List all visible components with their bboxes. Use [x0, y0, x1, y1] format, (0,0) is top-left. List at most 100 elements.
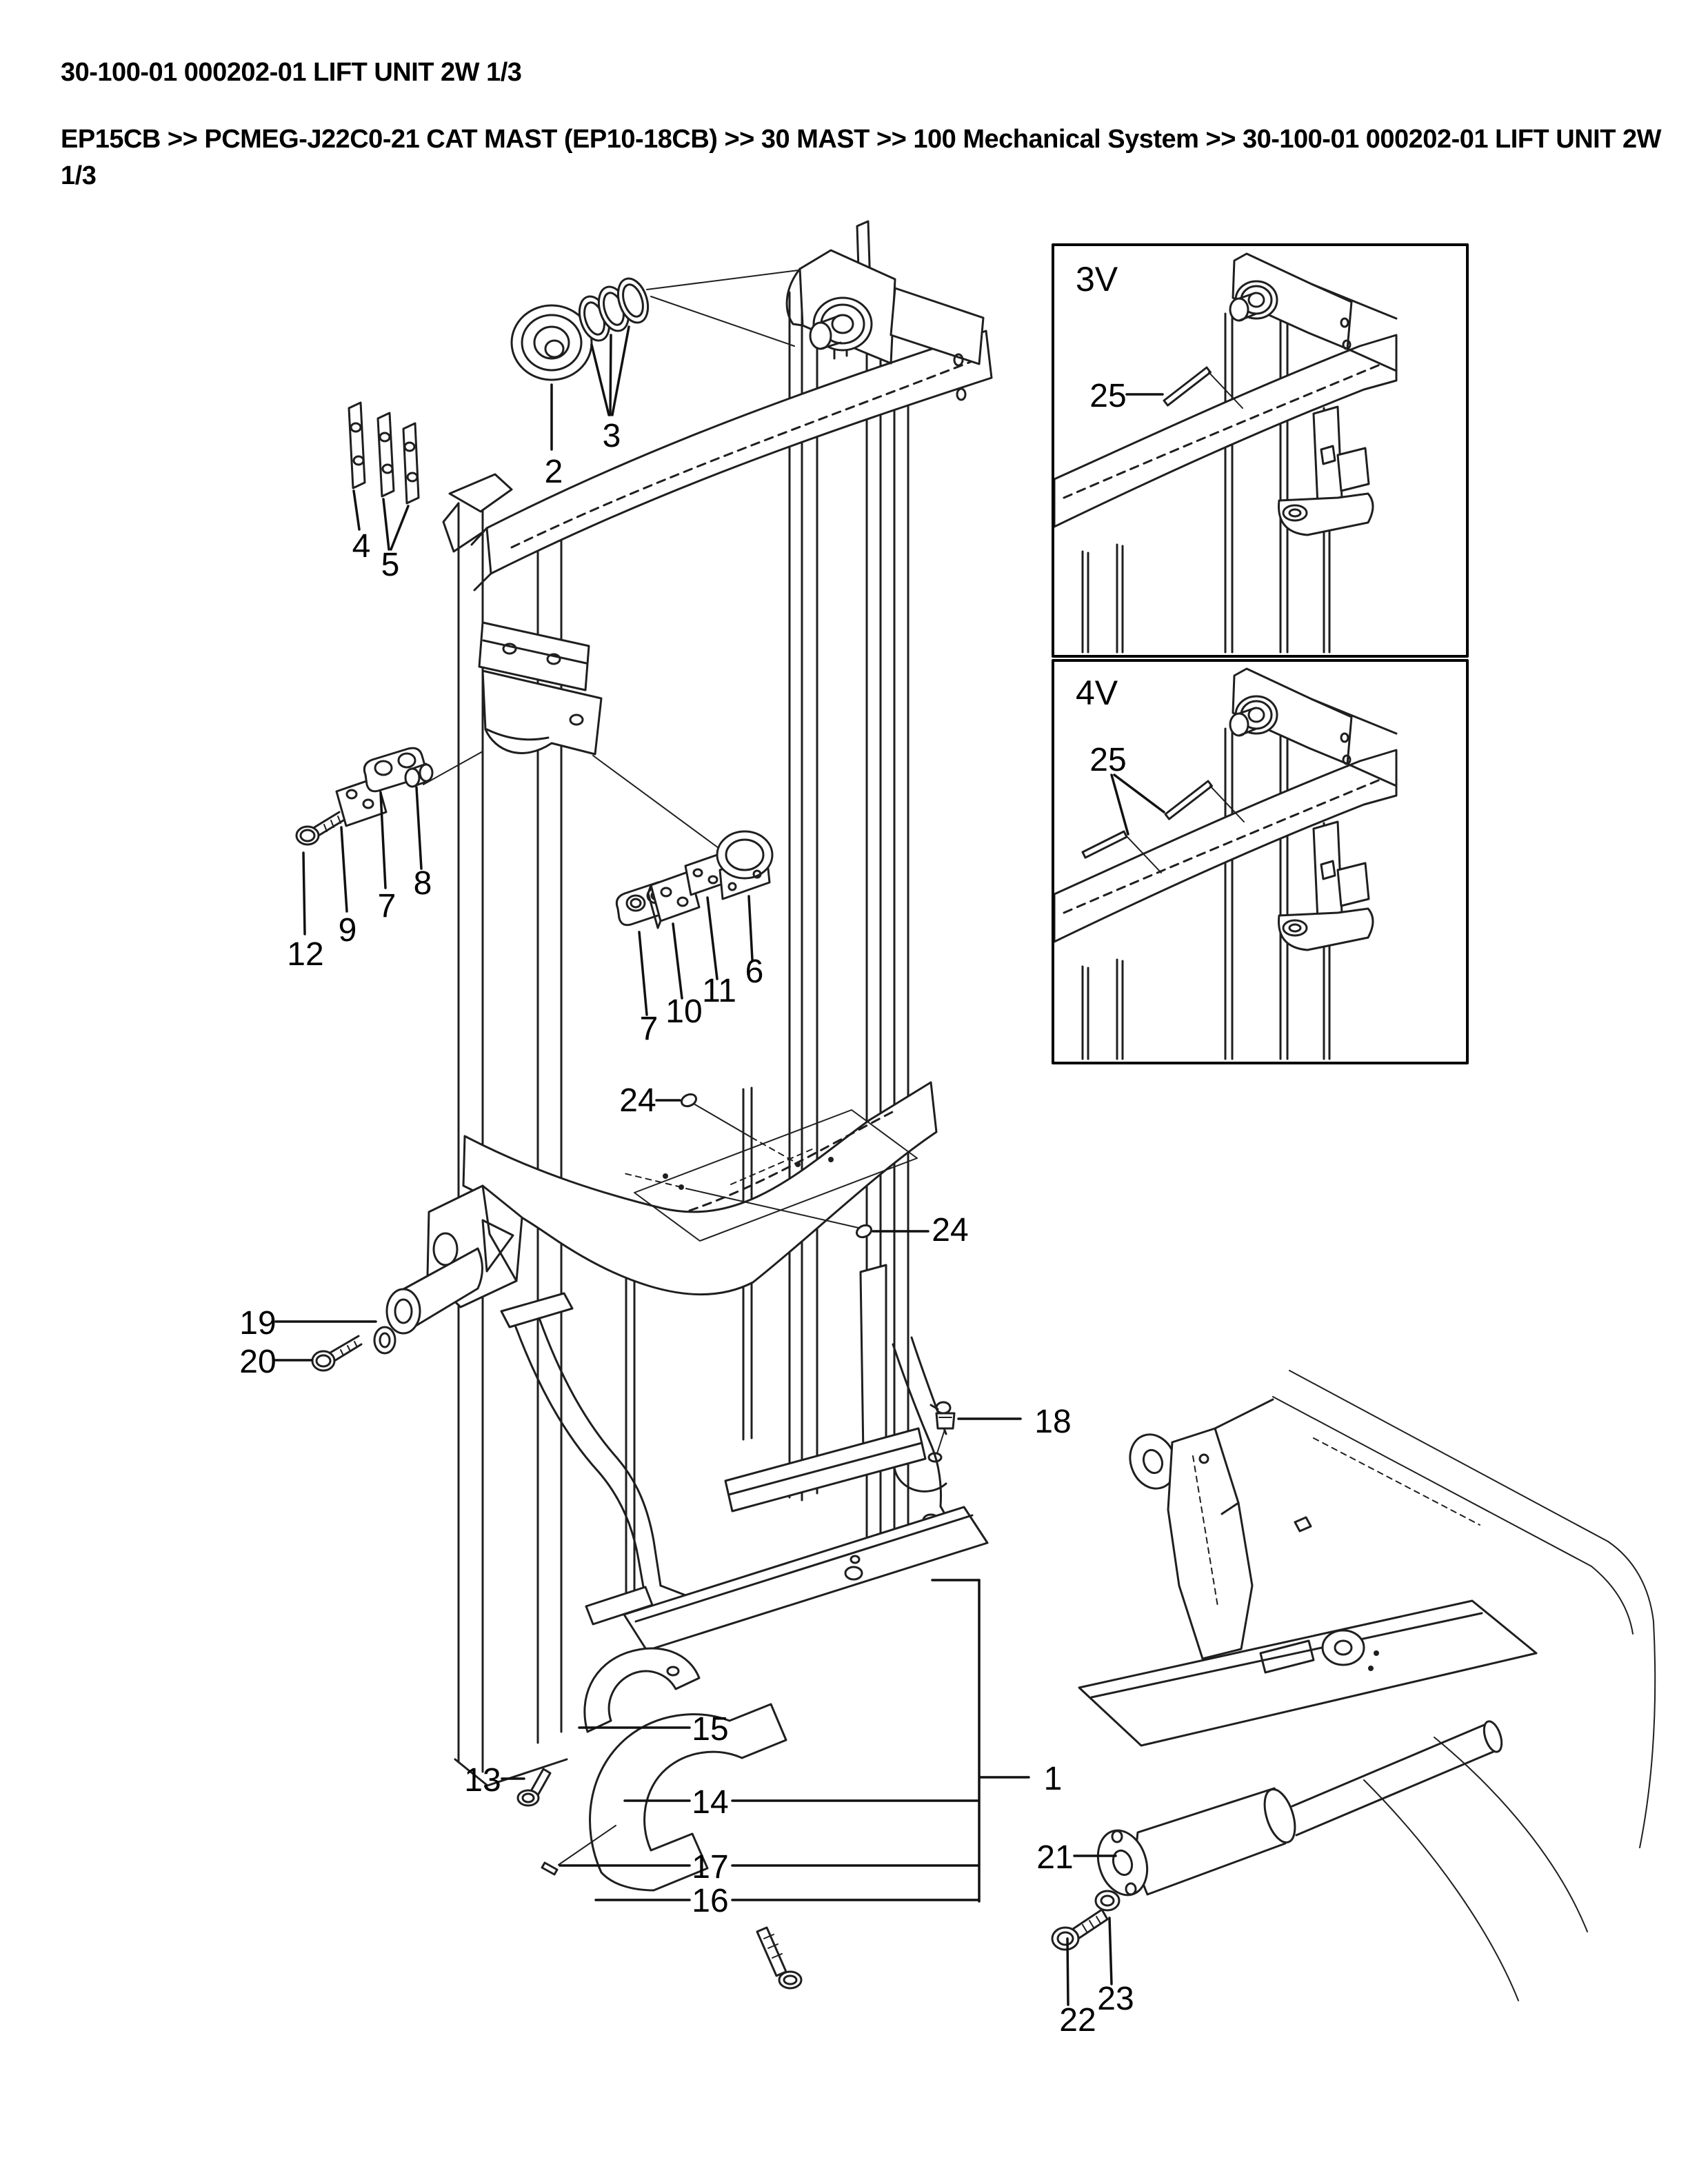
inset-box-border: [1052, 243, 1469, 658]
callout-label[interactable]: 3: [603, 418, 621, 454]
leader-line: [638, 931, 648, 1016]
callout-label[interactable]: 18: [1034, 1404, 1071, 1440]
callout-label[interactable]: 20: [239, 1344, 276, 1380]
clamp-parts-center: [615, 830, 774, 929]
callout-label[interactable]: 7: [378, 888, 396, 924]
leader-line: [382, 498, 390, 551]
callout-15: 15: [578, 1711, 729, 1748]
mast-line-art: [295, 220, 1656, 2001]
inset-view-label: 3V: [1076, 260, 1118, 299]
callout-label[interactable]: 7: [640, 1011, 659, 1047]
part1-bracket-line: [931, 1579, 981, 1903]
leader-line: [390, 505, 410, 551]
callout-label[interactable]: 5: [381, 547, 400, 583]
shim-strip: [1163, 366, 1212, 407]
callout-label[interactable]: 15: [692, 1711, 728, 1748]
callout-24: 24: [855, 1212, 969, 1248]
leader-line: [1113, 774, 1165, 813]
callout-23: 23: [1097, 1917, 1134, 2017]
callout-3: 3: [590, 325, 630, 454]
callout-21: 21: [1036, 1839, 1117, 1876]
leader-line: [415, 786, 423, 870]
callout-9: 9: [339, 826, 357, 949]
callout-label[interactable]: 25: [1089, 742, 1126, 778]
callout-19: 19: [239, 1305, 377, 1342]
callout-label[interactable]: 2: [545, 454, 563, 490]
callout-label[interactable]: 19: [239, 1305, 276, 1342]
callout-10: 10: [665, 922, 703, 1030]
callout-label[interactable]: 9: [339, 912, 357, 949]
leader-line: [706, 896, 719, 980]
shim-strip: [1081, 830, 1128, 859]
bearing-caps: [541, 1647, 787, 1892]
shim-strip: [1164, 780, 1214, 820]
leader-line: [340, 826, 348, 913]
small-screws: [516, 1401, 956, 1990]
callout-12: 12: [287, 851, 324, 973]
inset-view-label: 4V: [1076, 674, 1118, 712]
callout-6: 6: [745, 895, 764, 990]
top-crossbar: [470, 330, 993, 592]
callout-label[interactable]: 13: [464, 1762, 501, 1799]
leader-line: [302, 851, 306, 936]
leader-line: [1108, 1917, 1113, 1985]
callout-label[interactable]: 17: [692, 1849, 728, 1885]
callout-label[interactable]: 1: [1044, 1761, 1063, 1797]
callout-25: 25: [1089, 378, 1164, 414]
lower-structure: [500, 1264, 989, 1652]
callout-label[interactable]: 8: [414, 865, 432, 902]
callout-7: 7: [378, 791, 396, 924]
callout-label[interactable]: 24: [932, 1212, 968, 1248]
bushing-part: [311, 1247, 483, 1372]
mounting-plate-24: [623, 1103, 918, 1242]
callout-14: 14: [623, 1784, 979, 1821]
callout-11: 11: [702, 896, 736, 1009]
tilt-bracket-assembly: [1051, 1370, 1656, 2001]
roller-part: [510, 304, 593, 381]
callout-20: 20: [239, 1344, 313, 1380]
callout-label[interactable]: 14: [692, 1784, 728, 1821]
page-title: 30-100-01 000202-01 LIFT UNIT 2W 1/3: [61, 58, 522, 87]
callout-label[interactable]: 21: [1036, 1839, 1073, 1876]
rail-plate-bracket: [423, 621, 719, 849]
callout-label[interactable]: 22: [1059, 2002, 1096, 2039]
leader-line: [590, 343, 610, 416]
callout-16: 16: [594, 1883, 979, 1919]
callout-label[interactable]: 16: [692, 1883, 728, 1919]
callout-1: 1: [979, 1761, 1063, 1797]
callout-label[interactable]: 24: [619, 1082, 656, 1119]
callout-label[interactable]: 11: [702, 973, 736, 1009]
callout-label[interactable]: 6: [745, 953, 764, 990]
callout-22: 22: [1059, 1937, 1096, 2039]
callout-label[interactable]: 23: [1097, 1981, 1134, 2017]
inset-box-border: [1052, 659, 1469, 1064]
grommet-marker: [680, 1093, 698, 1108]
inset-4V: 4V: [1052, 659, 1469, 1064]
callout-label[interactable]: 4: [352, 528, 371, 565]
inset-views: 3V 4V: [1052, 243, 1469, 1064]
callout-label[interactable]: 25: [1089, 378, 1126, 414]
snap-rings: [578, 270, 799, 347]
callout-2: 2: [545, 383, 563, 490]
callout-label[interactable]: 12: [287, 936, 323, 973]
callout-label[interactable]: 10: [665, 993, 702, 1030]
callout-24: 24: [619, 1082, 698, 1119]
callout-13: 13: [464, 1762, 525, 1799]
clamp-parts-left: [295, 747, 434, 846]
top-roller-bracket: [785, 220, 985, 401]
breadcrumb: EP15CB >> PCMEG-J22C0-21 CAT MAST (EP10-…: [61, 125, 1662, 190]
leader-line: [609, 334, 612, 416]
leader-line: [747, 895, 754, 961]
leader-line: [379, 791, 387, 889]
callout-17: 17: [559, 1849, 979, 1885]
callout-4: 4: [352, 489, 371, 565]
leader-line: [1110, 774, 1129, 836]
leader-line: [1066, 1937, 1069, 2006]
leader-line: [611, 325, 630, 416]
callout-7: 7: [638, 931, 659, 1047]
callout-18: 18: [957, 1404, 1072, 1440]
inset-3V: 3V: [1052, 243, 1469, 658]
grommet-marker: [855, 1224, 873, 1239]
